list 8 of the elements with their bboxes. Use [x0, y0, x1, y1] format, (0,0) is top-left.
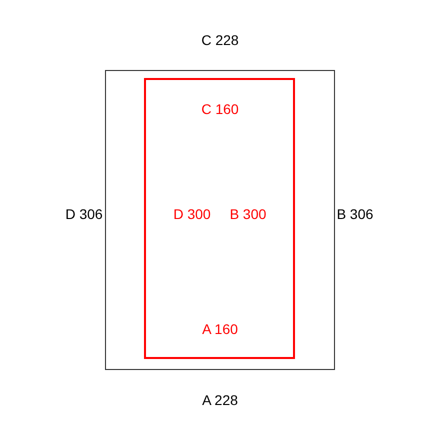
- dimension-label: D 306: [65, 206, 103, 222]
- dimension-label: C 160: [201, 101, 239, 117]
- dimension-label: B 306: [336, 206, 374, 222]
- dimension-label: A 228: [202, 392, 238, 408]
- dimension-label: D 300: [173, 206, 211, 222]
- dimension-label: A 160: [202, 321, 238, 337]
- dimension-label: B 300: [230, 206, 266, 222]
- dimension-label: C 228: [201, 32, 239, 48]
